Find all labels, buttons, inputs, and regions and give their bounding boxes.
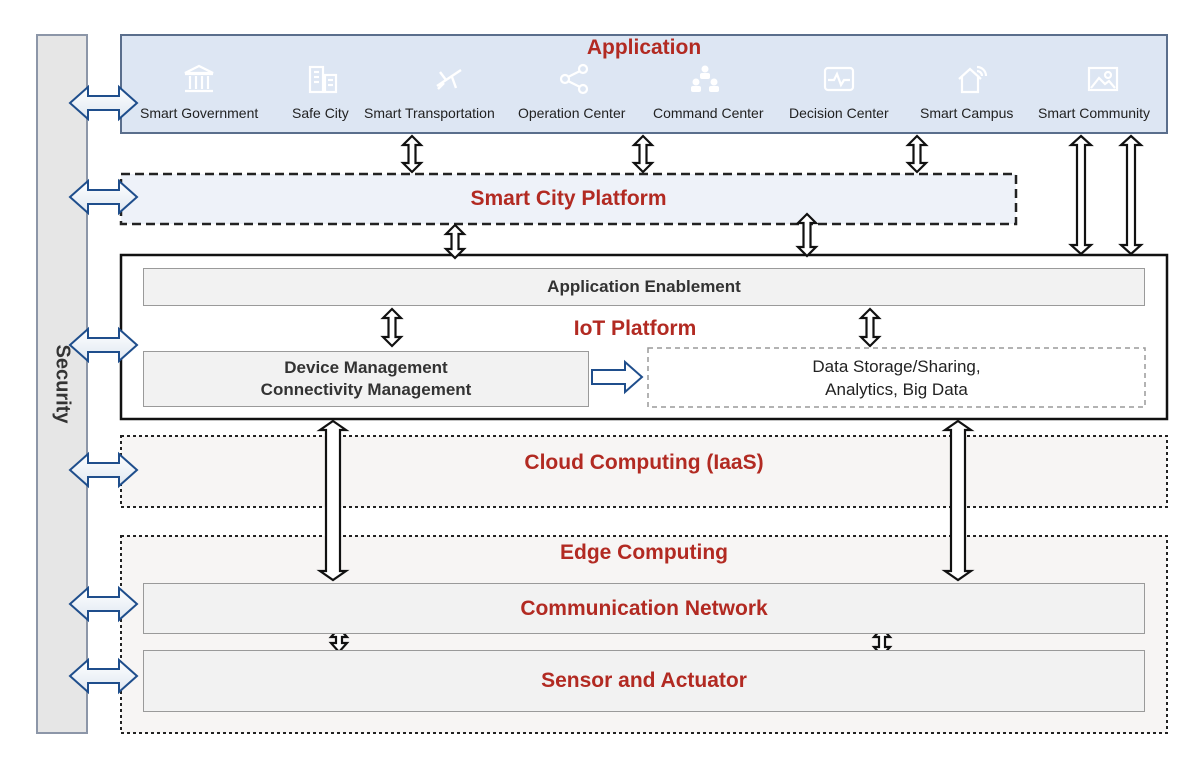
app-smart-transportation: Smart Transportation (364, 105, 495, 121)
application-enablement-box: Application Enablement (143, 268, 1145, 306)
v-arrow-app-platform-3 (905, 134, 929, 174)
app-decision-center: Decision Center (789, 105, 889, 121)
security-label: Security (51, 344, 74, 424)
data-storage-text: Data Storage/Sharing, Analytics, Big Dat… (648, 352, 1145, 404)
application-enablement-label: Application Enablement (547, 277, 741, 296)
data-storage-line2: Analytics, Big Data (825, 380, 968, 399)
communication-network-label: Communication Network (520, 596, 768, 620)
v-arrow-platform-iot-2 (795, 212, 819, 258)
device-management-label: Device Management (284, 358, 448, 377)
cloud-computing-title: Cloud Computing (IaaS) (524, 451, 764, 474)
v-arrow-platform-iot-1 (443, 223, 467, 260)
app-smart-government: Smart Government (140, 105, 259, 121)
sensor-actuator-label: Sensor and Actuator (541, 669, 747, 692)
v-arrow-enablement-device (380, 307, 404, 348)
v-arrow-app-platform-2 (631, 134, 655, 174)
security-arrow-sensor (68, 657, 139, 695)
app-safe-city: Safe City (292, 105, 349, 121)
app-operation-center: Operation Center (518, 105, 626, 121)
security-arrow-communication (68, 585, 139, 623)
picture-icon (1087, 66, 1119, 92)
sensor-actuator-box: Sensor and Actuator (143, 650, 1145, 712)
house-wifi-icon (958, 65, 988, 94)
v-arrow-app-iot-2 (1118, 134, 1144, 256)
people-hierarchy-icon (691, 65, 719, 92)
security-arrow-application (68, 84, 139, 122)
heartbeat-monitor-icon (823, 66, 855, 92)
connectivity-management-label: Connectivity Management (260, 380, 472, 399)
communication-network-box: Communication Network (143, 583, 1145, 634)
right-arrow-to-data-storage (591, 359, 644, 395)
app-command-center: Command Center (653, 105, 764, 121)
government-building-icon (184, 64, 214, 93)
app-smart-campus: Smart Campus (920, 105, 1014, 121)
security-arrow-iot (68, 326, 139, 364)
application-title: Application (586, 36, 702, 59)
v-arrow-enablement-data (858, 307, 882, 348)
app-smart-community: Smart Community (1038, 105, 1151, 121)
iot-platform-title: IoT Platform (573, 317, 697, 340)
airplane-icon (436, 69, 462, 90)
data-storage-line1: Data Storage/Sharing, (812, 357, 981, 376)
share-network-icon (559, 63, 589, 95)
city-buildings-icon (308, 65, 338, 94)
v-arrow-app-iot-1 (1068, 134, 1094, 256)
smart-city-platform-title: Smart City Platform (470, 187, 667, 210)
v-arrow-app-platform-1 (400, 134, 424, 174)
device-management-box: Device Management Connectivity Managemen… (143, 351, 589, 407)
edge-computing-title: Edge Computing (560, 541, 728, 564)
